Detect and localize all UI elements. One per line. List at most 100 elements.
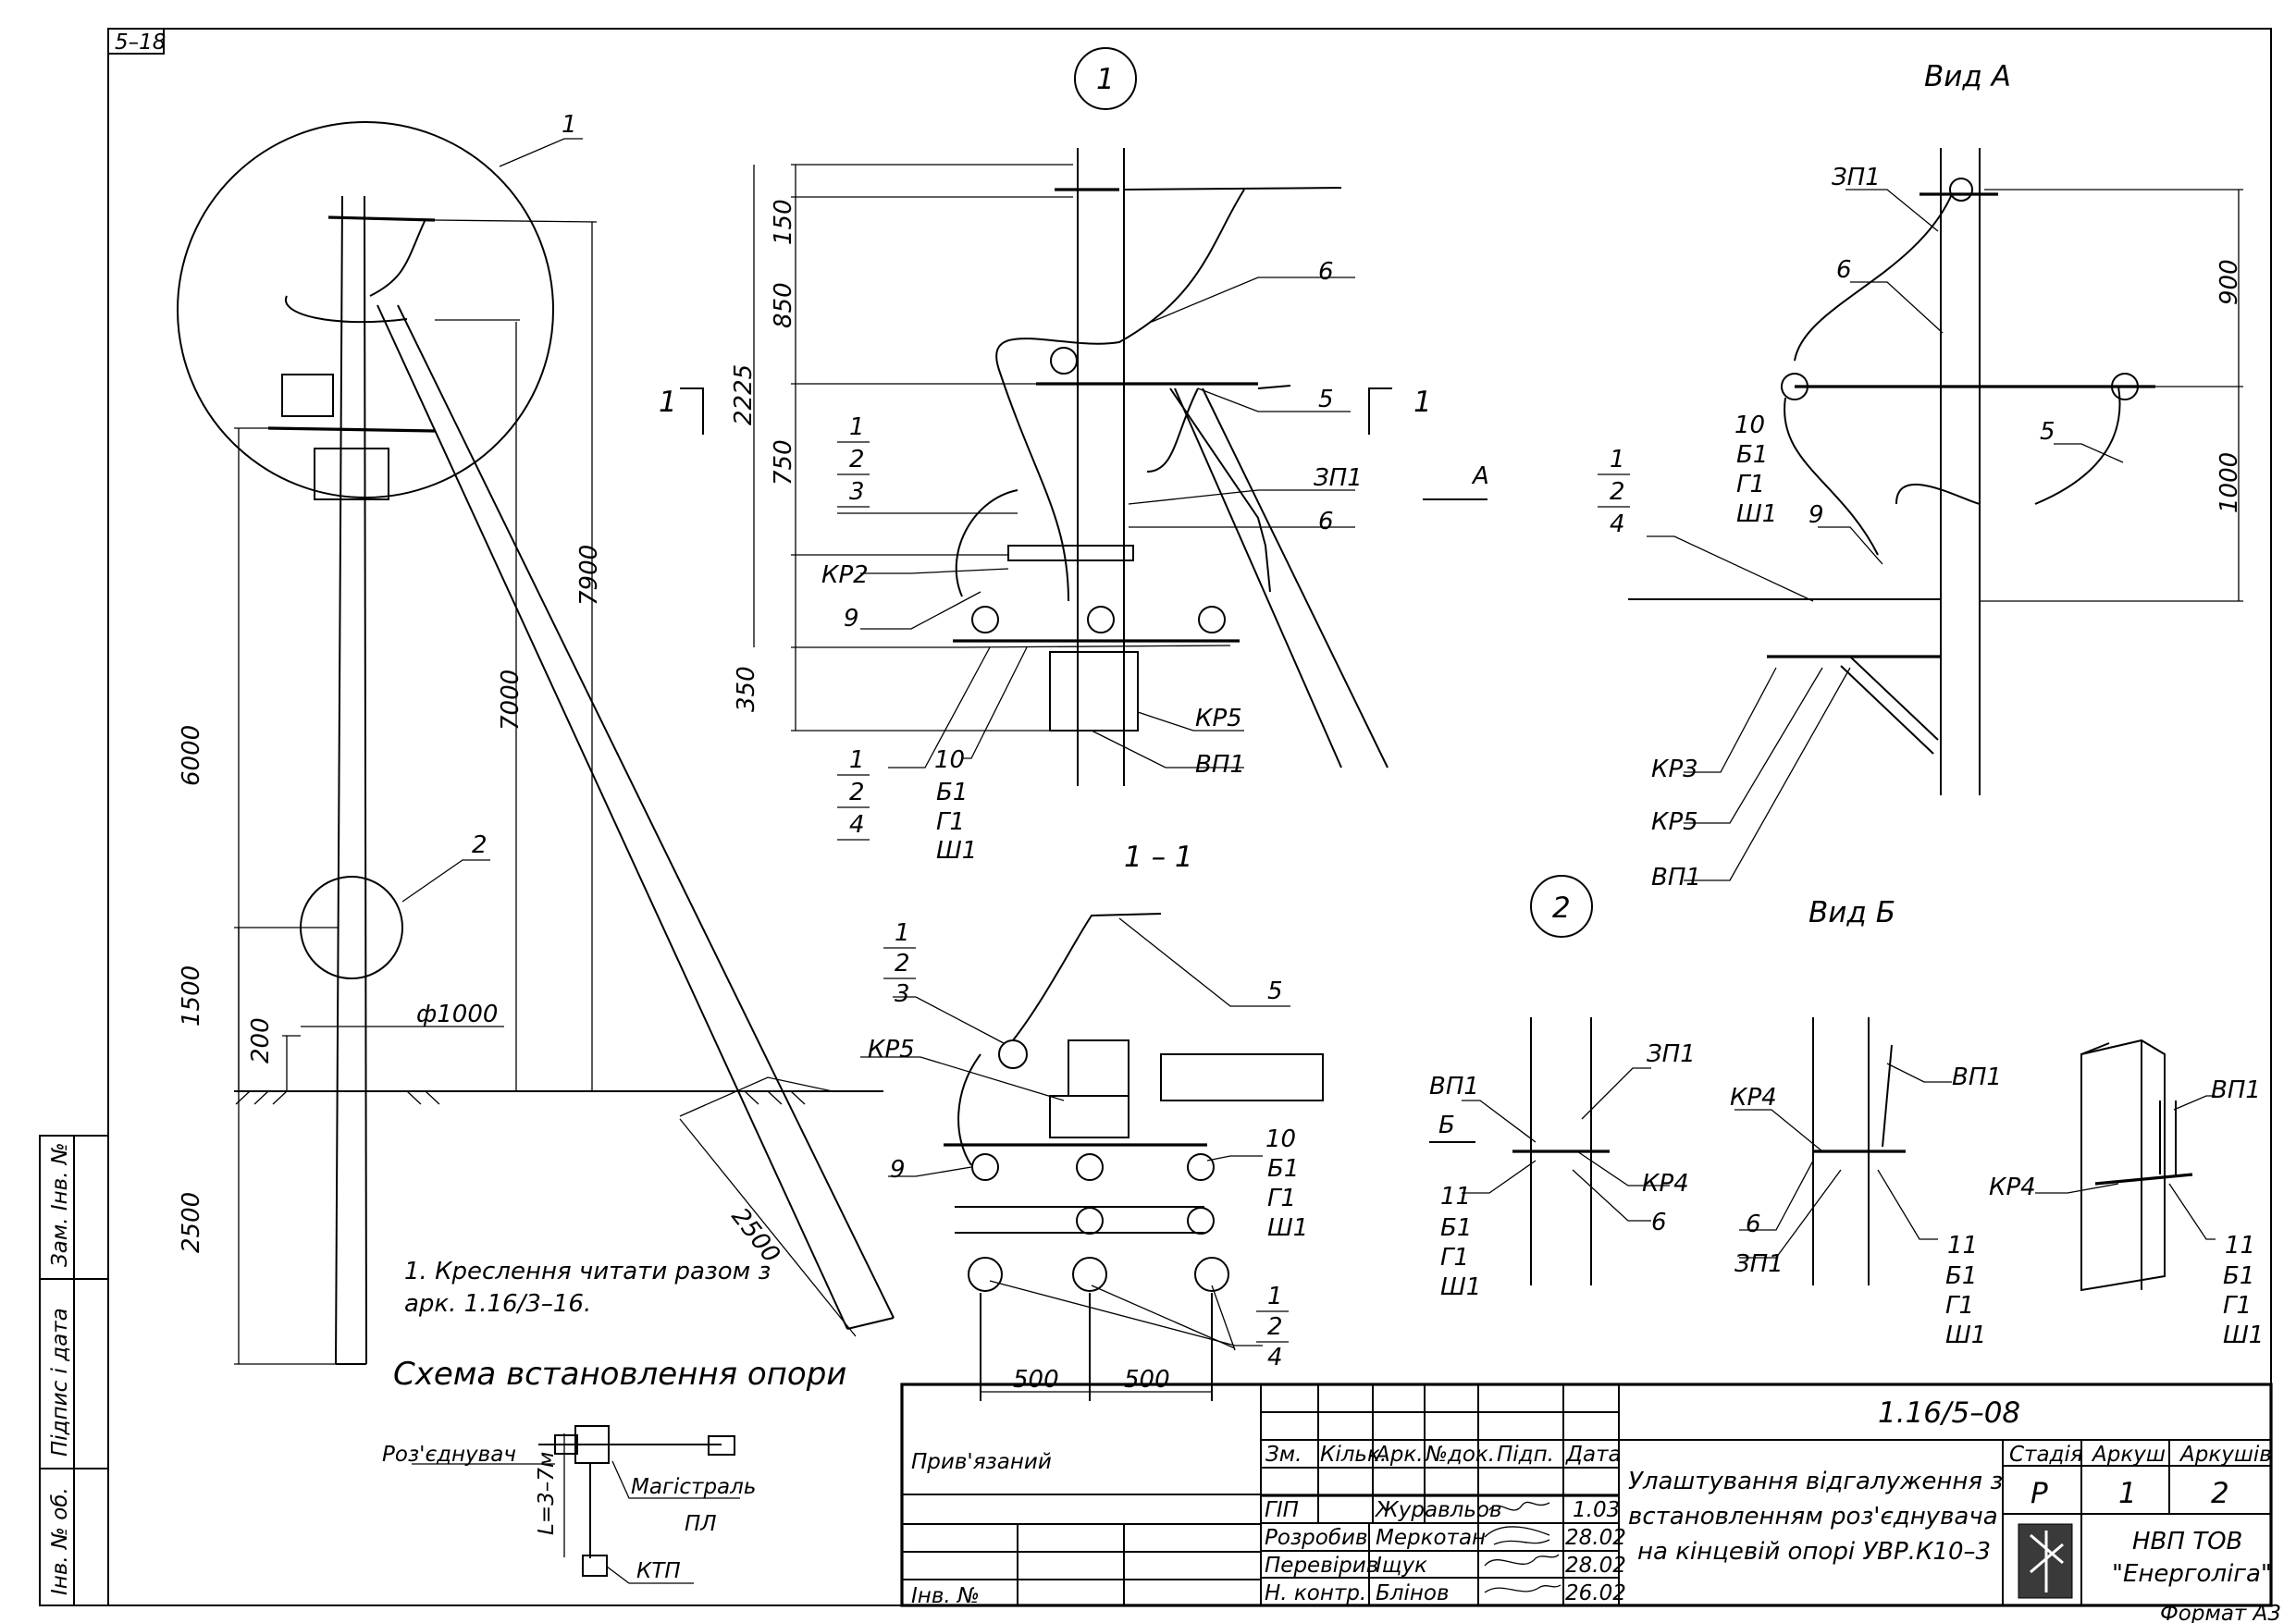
row3-role: Перевірив (1265, 1554, 1378, 1578)
stack-va-g1: Г1 (1736, 471, 1765, 498)
stack-d2a-b1: Б1 (1440, 1214, 1472, 1242)
side-inv-orig: Інв. № об. (48, 1487, 72, 1595)
doc-title-2: встановленням роз'єднувача (1628, 1503, 1998, 1531)
company-line-1: НВП ТОВ (2132, 1528, 2242, 1555)
stack-d2b-g1: Г1 (1945, 1292, 1974, 1320)
label-6-va: 6 (1836, 256, 1852, 284)
label-kp3-va: КР3 (1651, 756, 1698, 783)
stack-d2b-sh1: Ш1 (1945, 1322, 1986, 1349)
dim-2225: 2225 (730, 364, 758, 425)
label-6-mid: 6 (1318, 508, 1334, 535)
view-b-title: Вид Б (1808, 896, 1895, 929)
label-zp1-d2a: ЗП1 (1647, 1040, 1696, 1068)
doc-title-1: Улаштування відгалуження з (1628, 1468, 2003, 1495)
support-elevation (177, 121, 895, 1365)
stack-s2-n10: 10 (1265, 1125, 1296, 1153)
dim-dia1000: ф1000 (416, 1001, 498, 1028)
hdr-pidp: Підп. (1497, 1443, 1554, 1467)
row2-role: Розробив (1265, 1526, 1368, 1550)
dim-900: 900 (2216, 259, 2243, 305)
stack-d2a-g1: Г1 (1440, 1244, 1469, 1272)
label-kp2: КР2 (821, 561, 869, 589)
label-5-s11: 5 (1267, 977, 1283, 1005)
detail-1-drawing (680, 148, 1487, 786)
side-zam-inv: Зам. Інв. № (48, 1142, 72, 1267)
label-6-d2b: 6 (1746, 1211, 1761, 1238)
label-1-elev: 1 (562, 111, 577, 139)
label-9-s11: 9 (890, 1156, 906, 1184)
sheet-header: Аркуш (2091, 1443, 2166, 1467)
label-9-d1: 9 (844, 605, 859, 633)
stack-s1-n3: 3 (895, 980, 910, 1008)
sheet-value: 1 (2118, 1477, 2137, 1510)
detail-marker-2 (1530, 875, 1593, 938)
dim-750: 750 (770, 439, 797, 486)
label-vp1-d2c: ВП1 (2211, 1076, 2261, 1104)
label-kp5-va: КР5 (1651, 808, 1698, 836)
scheme-main-line-2: ПЛ (685, 1512, 717, 1536)
label-vp1-d2a: ВП1 (1429, 1073, 1479, 1100)
stack-3-b1: Б1 (936, 779, 968, 806)
row1-name: Журавльов (1374, 1498, 1502, 1522)
scheme-distance: L=3–7м (535, 1452, 559, 1535)
stack-s3-n2: 2 (1267, 1313, 1283, 1341)
row4-role: Н. контр. (1265, 1581, 1366, 1605)
company-line-2: "Енерголіга" (2112, 1560, 2272, 1588)
label-5-top: 5 (1318, 386, 1334, 413)
dim-150: 150 (770, 199, 797, 245)
hdr-ndok: №док. (1424, 1443, 1495, 1467)
label-zp1-d1: ЗП1 (1314, 464, 1363, 492)
stack-va-n2: 2 (1610, 478, 1625, 506)
row1-role: ГІП (1265, 1498, 1299, 1522)
row4-name: Блінов (1376, 1581, 1450, 1605)
stack-1-n1: 1 (849, 413, 865, 441)
label-zp1-d2b: ЗП1 (1734, 1250, 1784, 1278)
cut-marker-left: 1 (659, 386, 677, 419)
stack-s2-g1: Г1 (1267, 1185, 1296, 1212)
stack-d2a-sh1: Ш1 (1440, 1273, 1481, 1301)
label-2-elev: 2 (472, 831, 488, 859)
hdr-kilk: Кільк. (1320, 1443, 1387, 1467)
sheet-code: 5–18 (115, 31, 166, 55)
hdr-ark: Арк. (1374, 1443, 1424, 1467)
label-zp1-va: ЗП1 (1832, 164, 1881, 191)
row2-name: Меркотан (1376, 1526, 1486, 1550)
row3-date: 28.02 (1565, 1554, 1626, 1578)
stack-2-n2: 2 (849, 779, 865, 806)
label-5-va: 5 (2040, 418, 2055, 446)
label-kp4-d2c: КР4 (1989, 1174, 2036, 1201)
stack-s1-n2: 2 (895, 950, 910, 977)
row4-date: 26.02 (1565, 1581, 1626, 1605)
dim-6000: 6000 (178, 725, 205, 786)
format-label: Формат А3 (2160, 1602, 2281, 1623)
hdr-zm: Зм. (1265, 1443, 1302, 1467)
title-block (900, 1383, 2273, 1607)
stack-s1-n1: 1 (895, 919, 910, 947)
inv-no-label: Інв. № (911, 1584, 980, 1608)
stage-value: Р (2031, 1477, 2048, 1510)
scheme-main-line-1: Магістраль (631, 1475, 756, 1499)
scheme-title: Схема встановлення опори (393, 1356, 846, 1393)
stack-va-n1: 1 (1610, 446, 1625, 473)
stack-2-n4: 4 (849, 811, 865, 839)
dim-500-right: 500 (1124, 1366, 1170, 1394)
dim-7900: 7900 (575, 545, 603, 606)
stack-s2-sh1: Ш1 (1267, 1214, 1308, 1242)
installation-scheme (412, 1425, 740, 1584)
label-kp4-d2a: КР4 (1642, 1170, 1689, 1198)
label-9-va: 9 (1808, 501, 1824, 529)
doc-title-3: на кінцевій опорі УВР.К10–3 (1637, 1538, 1991, 1566)
section-1-1-drawing (860, 913, 1324, 1401)
sheet-code-box (107, 28, 165, 55)
view-a-title: Вид А (1924, 60, 2011, 93)
label-kp5-d1: КР5 (1195, 705, 1242, 732)
stack-d2b-b1: Б1 (1945, 1262, 1977, 1290)
dim-1000: 1000 (2216, 452, 2243, 513)
stack-s3-n4: 4 (1267, 1344, 1283, 1371)
row2-date: 28.02 (1565, 1526, 1626, 1550)
cut-marker-right: 1 (1413, 386, 1432, 419)
view-arrow-a: А (1471, 462, 1489, 490)
note-line-1: 1. Креслення читати разом з (404, 1258, 771, 1285)
stack-d2a-n11: 11 (1440, 1183, 1471, 1211)
